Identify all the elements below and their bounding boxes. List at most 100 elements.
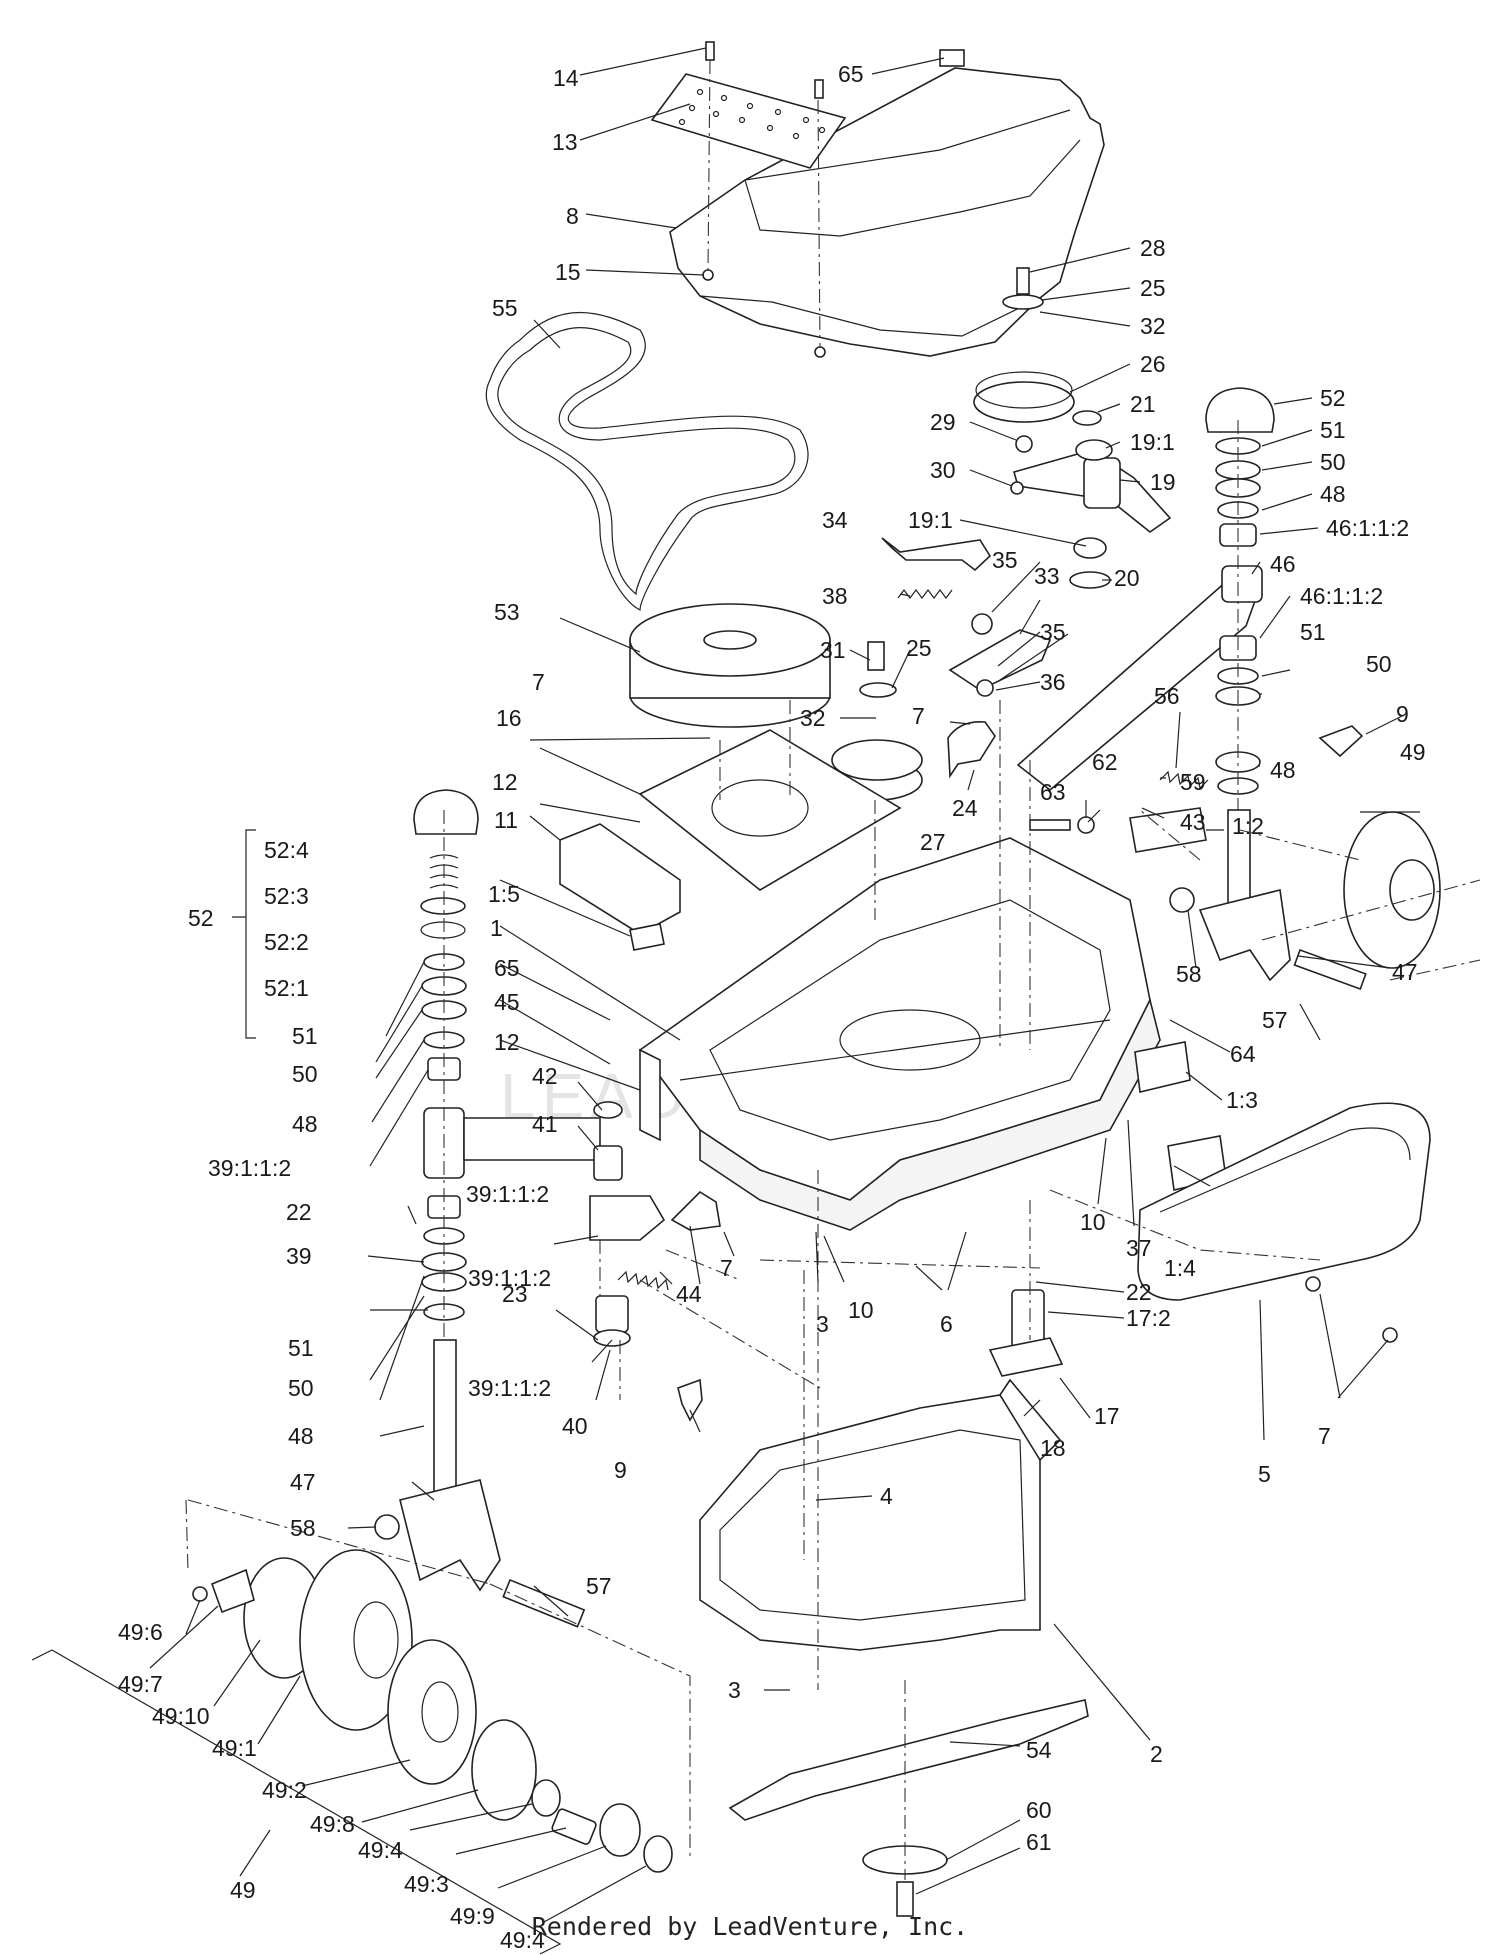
rim-49-8 bbox=[471, 1719, 537, 1821]
callout-label: 3 bbox=[816, 1311, 829, 1337]
callout-label: 3 bbox=[728, 1677, 741, 1703]
callout-label: 18 bbox=[1040, 1435, 1066, 1461]
callout-label: 7 bbox=[912, 703, 925, 729]
washer-35b bbox=[976, 679, 994, 697]
plate-hole bbox=[711, 779, 809, 837]
callout-label: 39:1:1:2 bbox=[466, 1181, 549, 1207]
deck-rail bbox=[679, 1019, 1111, 1081]
axis-14 bbox=[707, 59, 711, 271]
callout-label: 34 bbox=[822, 507, 848, 533]
lower-deck-2 bbox=[699, 1394, 1041, 1651]
hub-49-9 bbox=[599, 1803, 641, 1857]
callout-label: 51 bbox=[288, 1335, 314, 1361]
bracket-44 bbox=[670, 1190, 721, 1231]
spacer-49-3 bbox=[551, 1808, 597, 1845]
deck-front bbox=[699, 997, 1161, 1231]
callout-label: 48 bbox=[1320, 481, 1346, 507]
screw-14b bbox=[814, 79, 824, 99]
pulley-26-rim bbox=[975, 371, 1073, 409]
callout-label: 65 bbox=[494, 955, 520, 981]
callout-label: 51 bbox=[1300, 619, 1326, 645]
callout-label: 49:8 bbox=[310, 1811, 355, 1837]
callout-label: 49:9 bbox=[450, 1903, 495, 1929]
screw-14 bbox=[705, 41, 715, 61]
callout-label: 44 bbox=[676, 1281, 702, 1307]
callout-label: 49:3 bbox=[404, 1871, 449, 1897]
callout-label: 1:4 bbox=[1164, 1255, 1196, 1281]
deck-spindle-well bbox=[839, 1009, 981, 1071]
washer-62 bbox=[1077, 816, 1095, 834]
washer-25 bbox=[1002, 294, 1044, 310]
caster-shaft-47-left bbox=[433, 1339, 457, 1501]
callout-label: 65 bbox=[838, 61, 864, 87]
footer-credit: Rendered by LeadVenture, Inc. bbox=[531, 1912, 969, 1941]
callout-label: 36 bbox=[1040, 669, 1066, 695]
bushing-41 bbox=[593, 1145, 623, 1181]
callout-label: 16 bbox=[496, 705, 522, 731]
nut-29 bbox=[1015, 435, 1033, 453]
callout-label: 1:2 bbox=[1232, 813, 1264, 839]
callout-label: 12 bbox=[492, 769, 518, 795]
callout-label: 40 bbox=[562, 1413, 588, 1439]
decal-1-2 bbox=[1129, 807, 1207, 853]
callout-label: 47 bbox=[1392, 959, 1418, 985]
washer-52-2 bbox=[420, 897, 466, 915]
callout-label: 28 bbox=[1140, 235, 1166, 261]
arm-tube-46 bbox=[1016, 579, 1257, 792]
bolt-57 bbox=[1293, 948, 1367, 991]
callout-label: 49:6 bbox=[118, 1619, 163, 1645]
decal-1-5 bbox=[629, 923, 665, 951]
callout-label: 50 bbox=[1366, 651, 1392, 677]
callout-label: 58 bbox=[290, 1515, 316, 1541]
callout-label: 61 bbox=[1026, 1829, 1052, 1855]
clip-52-1 bbox=[420, 921, 466, 939]
callout-label: 7 bbox=[532, 669, 545, 695]
callout-label: 30 bbox=[930, 457, 956, 483]
callout-label: 49 bbox=[1400, 739, 1426, 765]
spring-23 bbox=[617, 1270, 669, 1291]
callout-label: 60 bbox=[1026, 1797, 1052, 1823]
callout-label: 52 bbox=[188, 905, 214, 931]
callout-label: 38 bbox=[822, 583, 848, 609]
nut-49-6 bbox=[192, 1586, 208, 1602]
pulley-27-top bbox=[831, 739, 923, 781]
nut-58 bbox=[1169, 887, 1195, 913]
decal-plate-shape bbox=[650, 73, 847, 169]
callout-label: 39:1:1:2 bbox=[468, 1375, 551, 1401]
callout-label: 46:1:1:2 bbox=[1300, 583, 1383, 609]
callout-label: 19 bbox=[1150, 469, 1176, 495]
bracket-9 bbox=[677, 1378, 703, 1422]
bushing-19-1b bbox=[1073, 537, 1107, 559]
callout-label: 37 bbox=[1126, 1235, 1152, 1261]
callout-label: 46 bbox=[1270, 551, 1296, 577]
nut-58-left bbox=[374, 1514, 400, 1540]
callout-label: 1 bbox=[490, 915, 503, 941]
clutch-hub bbox=[703, 630, 757, 650]
callout-label: 49:4 bbox=[358, 1837, 403, 1863]
bolt-63 bbox=[1029, 819, 1071, 831]
callout-label: 31 bbox=[820, 637, 846, 663]
belt-cover-edge bbox=[699, 295, 1041, 337]
callout-label: 24 bbox=[952, 795, 978, 821]
callout-label: 42 bbox=[532, 1063, 558, 1089]
caster-fork-47 bbox=[1198, 889, 1291, 982]
cap-42 bbox=[593, 1101, 623, 1119]
bracket-33 bbox=[948, 629, 1052, 691]
callout-label: 7 bbox=[720, 1255, 733, 1281]
leader-lines bbox=[149, 47, 1403, 1923]
nut-15 bbox=[702, 269, 714, 281]
washer-35 bbox=[971, 613, 993, 635]
callout-label: 51 bbox=[292, 1023, 318, 1049]
shield-11 bbox=[559, 823, 681, 935]
decal-1-3 bbox=[1134, 1041, 1191, 1093]
callout-label: 19:1 bbox=[908, 507, 953, 533]
spring-59 bbox=[1159, 770, 1209, 790]
callout-label: 64 bbox=[1230, 1041, 1256, 1067]
callout-label: 14 bbox=[553, 65, 579, 91]
cover-tab bbox=[939, 49, 965, 67]
callout-label: 49 bbox=[230, 1877, 256, 1903]
deck-left-wall bbox=[639, 1048, 661, 1142]
callout-label: 32 bbox=[1140, 313, 1166, 339]
bolt-61 bbox=[896, 1881, 914, 1917]
